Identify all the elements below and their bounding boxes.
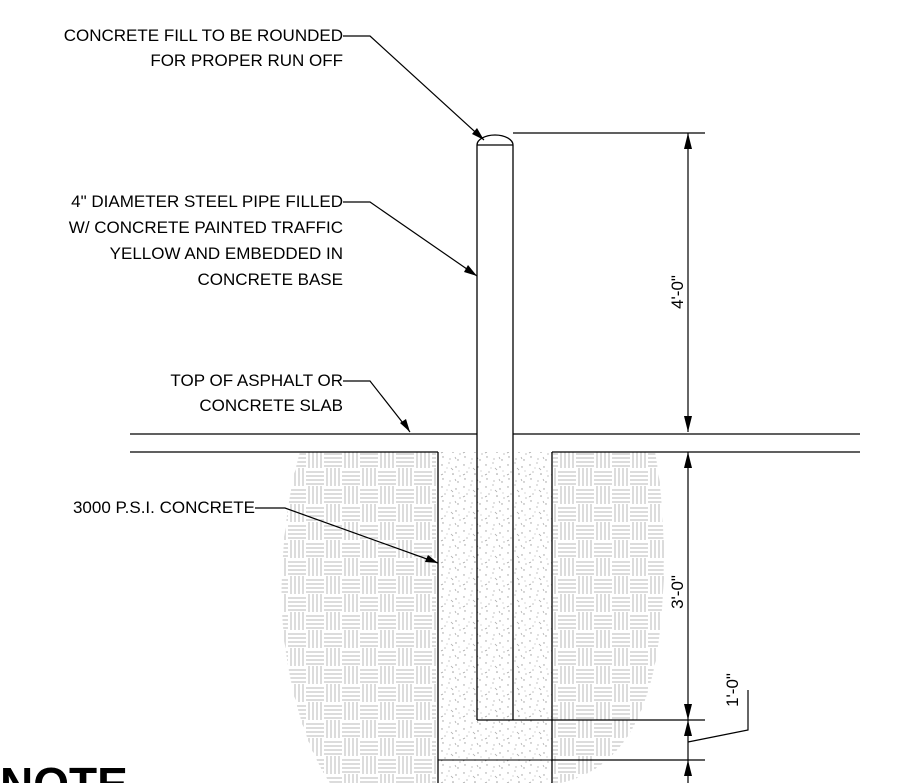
callout-steel-pipe: 4" DIAMETER STEEL PIPE FILLED W/ CONCRET… (69, 192, 478, 289)
soil-hatch-left (281, 452, 436, 783)
dimension-arrows (684, 133, 692, 776)
slab-lines (130, 433, 860, 453)
soil-hatch-right (553, 452, 664, 783)
callout-concrete-psi: 3000 P.S.I. CONCRETE (73, 498, 439, 564)
svg-text:W/ CONCRETE PAINTED TRAFFIC: W/ CONCRETE PAINTED TRAFFIC (69, 218, 343, 237)
dimension-base-depth: 1'-0" (723, 673, 742, 707)
callout-fill-rounded: CONCRETE FILL TO BE ROUNDED FOR PROPER R… (64, 26, 485, 141)
steel-pipe (476, 134, 514, 721)
svg-text:FOR PROPER RUN OFF: FOR PROPER RUN OFF (150, 51, 343, 70)
svg-text:CONCRETE FILL TO BE ROUNDED: CONCRETE FILL TO BE ROUNDED (64, 26, 343, 45)
svg-text:CONCRETE BASE: CONCRETE BASE (198, 270, 343, 289)
note-heading: NOTE (0, 758, 128, 783)
svg-text:TOP OF ASPHALT OR: TOP OF ASPHALT OR (170, 371, 343, 390)
base-depth-leader (687, 690, 749, 743)
svg-text:3000 P.S.I. CONCRETE: 3000 P.S.I. CONCRETE (73, 498, 255, 517)
concrete-footing (437, 452, 553, 783)
callout-top-of-asphalt: TOP OF ASPHALT OR CONCRETE SLAB (170, 371, 411, 433)
svg-text:4" DIAMETER STEEL PIPE FILLED: 4" DIAMETER STEEL PIPE FILLED (71, 192, 343, 211)
dimension-lines (513, 132, 705, 783)
dimension-embed-depth: 3'-0" (668, 575, 687, 609)
dimension-above-grade: 4'-0" (668, 275, 687, 309)
svg-text:CONCRETE SLAB: CONCRETE SLAB (199, 396, 343, 415)
svg-text:YELLOW AND EMBEDDED IN: YELLOW AND EMBEDDED IN (110, 244, 343, 263)
